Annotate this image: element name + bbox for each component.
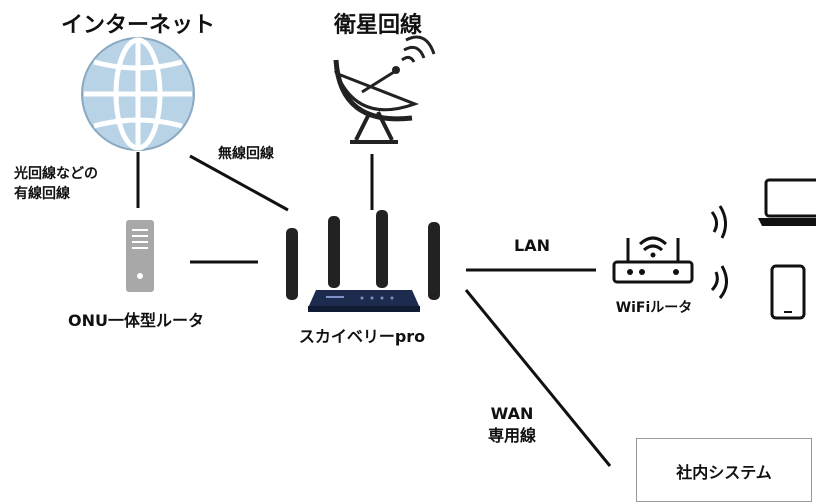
internet-label: インターネット xyxy=(60,13,216,38)
signal-waves-icon xyxy=(710,205,728,299)
internal-system-box: 社内システム xyxy=(636,438,812,502)
wired-label-line2: 有線回線 xyxy=(14,186,70,202)
connection-lines xyxy=(136,152,612,467)
wireless-line xyxy=(189,154,289,212)
lan-label: LAN xyxy=(514,236,550,255)
satellite-dish-icon xyxy=(333,35,436,144)
onu-tower-icon xyxy=(126,220,154,292)
dedicated-line-label: 専用線 xyxy=(487,426,537,445)
wan-label: WAN xyxy=(490,404,534,423)
satellite-label: 衛星回線 xyxy=(333,13,423,38)
smartphone-icon xyxy=(770,264,806,320)
onu-label: ONU一体型ルータ xyxy=(68,311,204,330)
wireless-label: 無線回線 xyxy=(218,146,274,162)
router-icon xyxy=(286,210,440,312)
globe-icon xyxy=(81,37,195,151)
wifi-router-icon xyxy=(612,236,694,284)
skyberry-label: スカイベリーpro xyxy=(298,327,426,346)
wired-label-line1: 光回線などの xyxy=(14,166,98,182)
internal-system-label: 社内システム xyxy=(676,463,772,482)
wan-line xyxy=(464,289,612,467)
laptop-icon xyxy=(758,178,816,226)
wifi-router-label: WiFiルータ xyxy=(615,300,693,316)
